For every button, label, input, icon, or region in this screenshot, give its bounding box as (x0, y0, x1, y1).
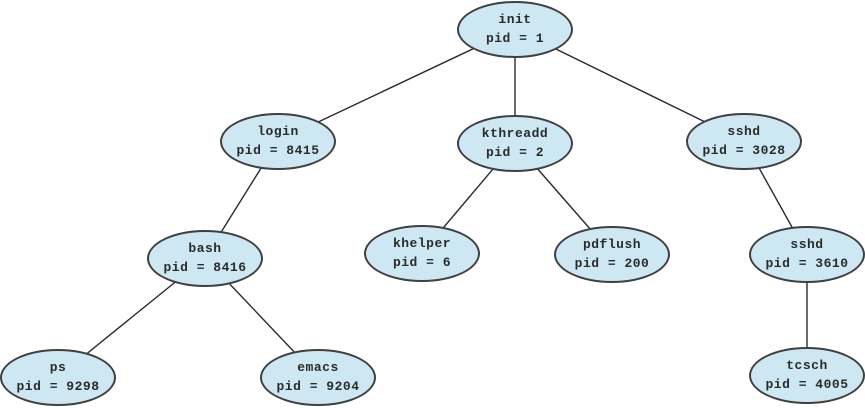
process-pid: pid = 2 (485, 145, 545, 160)
process-name: ps (49, 360, 67, 375)
process-node-sshd-3610: sshd pid = 3610 (749, 225, 865, 283)
process-pid: pid = 6 (392, 255, 452, 270)
process-pid: pid = 3028 (702, 143, 786, 158)
process-node-init: init pid = 1 (457, 0, 573, 58)
process-name: sshd (790, 237, 824, 252)
process-node-sshd-3028: sshd pid = 3028 (686, 112, 802, 170)
process-name: khelper (392, 236, 452, 251)
process-name: tcsch (786, 358, 828, 373)
process-node-kthreadd: kthreadd pid = 2 (457, 114, 573, 172)
process-node-tcsch: tcsch pid = 4005 (749, 346, 865, 404)
process-pid: pid = 4005 (765, 377, 849, 392)
process-name: bash (188, 241, 222, 256)
process-pid: pid = 9204 (276, 379, 360, 394)
process-pid: pid = 3610 (765, 256, 849, 271)
process-pid: pid = 1 (485, 31, 545, 46)
process-name: pdflush (582, 237, 642, 252)
process-node-khelper: khelper pid = 6 (364, 224, 480, 282)
process-name: sshd (727, 124, 761, 139)
process-node-login: login pid = 8415 (220, 112, 336, 170)
process-pid: pid = 8415 (236, 143, 320, 158)
process-name: login (257, 124, 299, 139)
process-name: kthreadd (481, 126, 549, 141)
process-pid: pid = 8416 (163, 260, 247, 275)
process-pid: pid = 200 (574, 256, 650, 271)
process-node-ps: ps pid = 9298 (0, 348, 116, 406)
process-node-pdflush: pdflush pid = 200 (554, 225, 670, 283)
process-node-emacs: emacs pid = 9204 (260, 348, 376, 406)
process-name: init (498, 12, 532, 27)
process-node-bash: bash pid = 8416 (147, 229, 263, 287)
process-pid: pid = 9298 (16, 379, 100, 394)
process-name: emacs (297, 360, 339, 375)
